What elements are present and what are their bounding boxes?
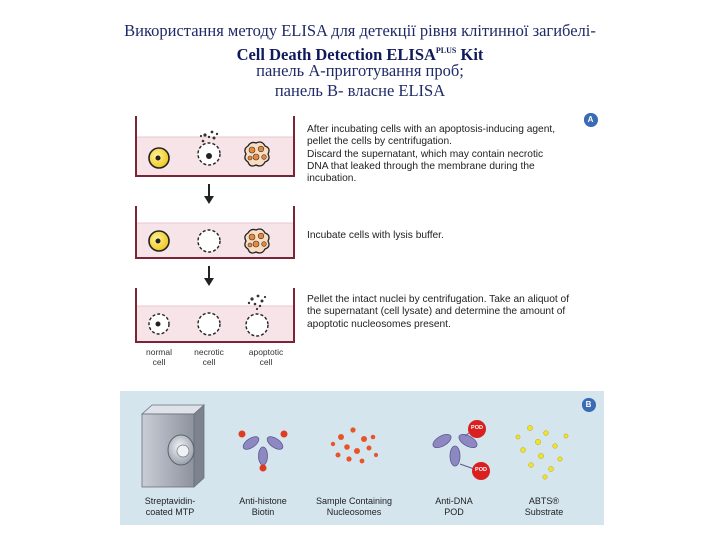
label-apoptotic-cell: apoptotic cell	[236, 347, 296, 367]
abts-substrate	[515, 425, 569, 480]
streptavidin-coated-mtp	[140, 404, 206, 488]
step-1-line-4: DNA that leaked through the membrane dur…	[307, 160, 535, 172]
pod-enzyme	[468, 420, 486, 438]
pod-enzyme	[472, 462, 490, 480]
label-anti-dna-pod-line-2: POD	[444, 507, 464, 517]
label-anti-histone-biotin-line-2: Biotin	[251, 507, 275, 517]
step-3-line-1: Pellet the intact nuclei by centrifugati…	[307, 294, 570, 305]
normal-cell	[148, 147, 170, 169]
well-step-1	[135, 116, 295, 177]
title-kit-superscript: PLUS	[435, 46, 457, 55]
apoptotic-cell-ghost	[245, 294, 269, 337]
label-abts-substrate: ABTS® Substrate	[496, 496, 592, 518]
well-step-2	[135, 206, 295, 259]
label-streptavidin-mtp: Streptavidin- coated MTP	[122, 496, 218, 518]
label-apoptotic-cell-line-2: cell	[259, 357, 273, 367]
title-kit-name: Cell Death Detection ELISA	[236, 45, 436, 64]
label-normal-cell-line-2: cell	[152, 357, 166, 367]
label-normal-cell: normal cell	[129, 347, 189, 367]
apoptotic-cell	[244, 228, 270, 254]
label-sample-nucleosomes-line-2: Nucleosomes	[326, 507, 382, 517]
badge-a-label: A	[584, 113, 597, 126]
label-anti-dna-pod: Anti-DNA POD	[406, 496, 502, 518]
label-necrotic-cell-line-2: cell	[202, 357, 216, 367]
step-3-line-2: the supernatant (cell lysate) and determ…	[307, 306, 566, 318]
label-anti-histone-biotin-line-1: Anti-histone	[239, 496, 287, 506]
title-line-1: Використання методу ELISA для детекції р…	[124, 21, 596, 40]
label-apoptotic-cell-line-1: apoptotic	[248, 347, 284, 357]
label-streptavidin-mtp-line-2: coated MTP	[145, 507, 195, 517]
anti-histone-biotin	[238, 430, 288, 472]
label-abts-substrate-line-2: Substrate	[524, 507, 564, 517]
label-anti-dna-pod-line-1: Anti-DNA	[435, 496, 473, 506]
step-2-line-1: Incubate cells with lysis buffer.	[307, 230, 444, 241]
necrotic-cell	[197, 130, 221, 166]
label-necrotic-cell: necrotic cell	[179, 347, 239, 367]
step-1-text: After incubating cells with an apoptosis…	[307, 124, 555, 185]
step-1-line-2: pellet the cells by centrifugation.	[307, 136, 452, 148]
sample-nucleosomes	[330, 427, 379, 464]
normal-nucleus-pellet	[148, 313, 170, 335]
arrow-down-2	[204, 266, 214, 286]
apoptotic-cell	[244, 141, 270, 167]
label-necrotic-cell-line-1: necrotic	[194, 347, 224, 357]
normal-cell	[148, 230, 170, 252]
label-sample-nucleosomes: Sample Containing Nucleosomes	[306, 496, 402, 518]
pod-label-top: POD	[471, 425, 483, 431]
well-wall	[135, 288, 295, 343]
pod-label-bottom: POD	[475, 467, 487, 473]
title-line-4: панель В- власне ELISA	[274, 81, 446, 100]
label-abts-substrate-line-1: ABTS®	[528, 496, 560, 506]
step-2-text: Incubate cells with lysis buffer.	[307, 230, 444, 242]
necrotic-cell-ghost	[197, 312, 221, 336]
label-anti-histone-biotin: Anti-histone Biotin	[215, 496, 311, 518]
step-1-line-1: After incubating cells with an apoptosis…	[307, 124, 556, 135]
badge-b-label: B	[582, 398, 595, 411]
title-kit-suffix: Kit	[456, 45, 484, 64]
label-streptavidin-mtp-line-1: Streptavidin-	[144, 496, 196, 506]
label-normal-cell-line-1: normal	[146, 347, 172, 357]
label-sample-nucleosomes-line-1: Sample Containing	[315, 496, 393, 506]
step-1-line-5: incubation.	[307, 173, 357, 185]
step-3-line-3: apoptotic nucleosomes present.	[307, 318, 451, 330]
anti-dna-pod	[432, 420, 490, 480]
title-line-3: панель А-приготування проб;	[256, 61, 464, 80]
well-wall	[135, 206, 295, 259]
well-wall	[135, 116, 295, 177]
well-step-3	[135, 288, 295, 343]
step-1-line-3: Discard the supernatant, which may conta…	[307, 148, 544, 160]
title-line-2: Cell Death Detection ELISAPLUS Kit	[0, 41, 720, 65]
lysed-necrotic-cell	[197, 229, 221, 253]
step-3-text: Pellet the intact nuclei by centrifugati…	[307, 294, 569, 331]
arrow-down-1	[204, 184, 214, 204]
